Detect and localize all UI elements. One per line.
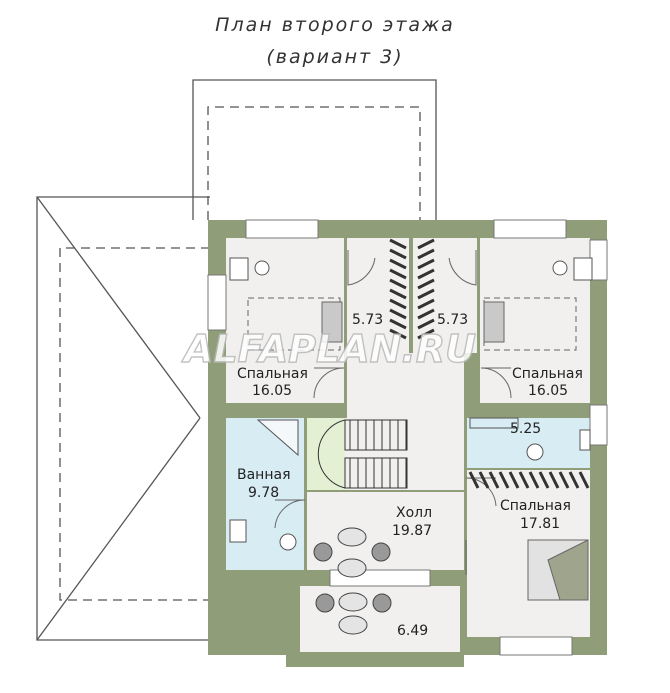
bathroom-name: Ванная [237, 467, 291, 483]
doors [274, 250, 512, 575]
closet-e-area: 5.73 [437, 312, 468, 328]
bath-e-area: 5.25 [510, 421, 541, 437]
bathroom-area: 9.78 [248, 485, 279, 501]
balcony-area: 6.49 [397, 623, 428, 639]
hall-area: 19.87 [392, 523, 432, 539]
wardrobe-hangers [389, 238, 590, 489]
roof-outline-top [192, 79, 437, 220]
bedroom-nw-area: 16.05 [252, 383, 292, 399]
staircase [317, 419, 408, 489]
stair-area-floor [307, 418, 345, 490]
plan-subtitle: (вариант 3) [266, 46, 404, 68]
bedroom-nw-name: Спальная [237, 366, 308, 382]
closet-w-area: 5.73 [352, 312, 383, 328]
bedroom-ne-area: 16.05 [528, 383, 568, 399]
hall-name: Холл [396, 505, 432, 521]
bedroom-se-name: Спальная [500, 498, 571, 514]
roof-outline-left [36, 196, 210, 641]
hall-floor [347, 353, 464, 423]
windows [207, 219, 608, 656]
room-labels: Спальная 16.05 5.73 5.73 Спальная 16.05 … [237, 312, 583, 639]
beds [247, 297, 589, 601]
bedroom-ne-name: Спальная [512, 366, 583, 382]
bedroom-se-area: 17.81 [520, 516, 560, 532]
hall-furniture [313, 527, 392, 635]
plumbing [229, 257, 593, 551]
watermark: ALFAPLAN.RU [181, 327, 476, 371]
plan-title: План второго этажа [215, 14, 455, 36]
